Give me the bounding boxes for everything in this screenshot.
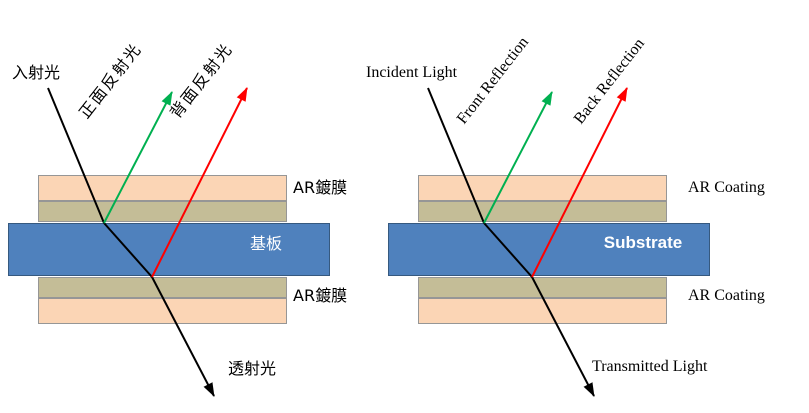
ar-coating-top-label: AR鍍膜	[293, 178, 348, 197]
ar-coating-bottom-label: AR鍍膜	[293, 286, 348, 305]
transmitted-light-label: Transmitted Light	[592, 358, 708, 375]
ar-coating-bottom-outer-layer	[38, 298, 287, 324]
transmitted-light-label: 透射光	[228, 359, 277, 378]
ar-coating-top-outer-layer	[418, 175, 667, 201]
back-reflection-label: Back Reflection	[570, 35, 648, 128]
ar-coating-top-inner-layer	[38, 201, 287, 222]
ar-coating-top-outer-layer	[38, 175, 287, 201]
ar-coating-bottom-inner-layer	[38, 277, 287, 298]
front-reflection-label: 正面反射光	[75, 39, 146, 122]
substrate-label: 基板	[249, 234, 282, 253]
incident-light-label: Incident Light	[366, 64, 458, 81]
incident-light-label: 入射光	[12, 63, 61, 82]
ar-coating-bottom-outer-layer	[418, 298, 667, 324]
front-reflection-label: Front Reflection	[453, 33, 533, 128]
substrate-label: Substrate	[603, 233, 683, 252]
ar-coating-bottom-inner-layer	[418, 277, 667, 298]
back-reflection-label: 背面反射光	[166, 39, 237, 122]
ar-coating-top-label: AR Coating	[688, 179, 765, 196]
ar-coating-bottom-label: AR Coating	[688, 287, 765, 304]
ar-coating-top-inner-layer	[418, 201, 667, 222]
